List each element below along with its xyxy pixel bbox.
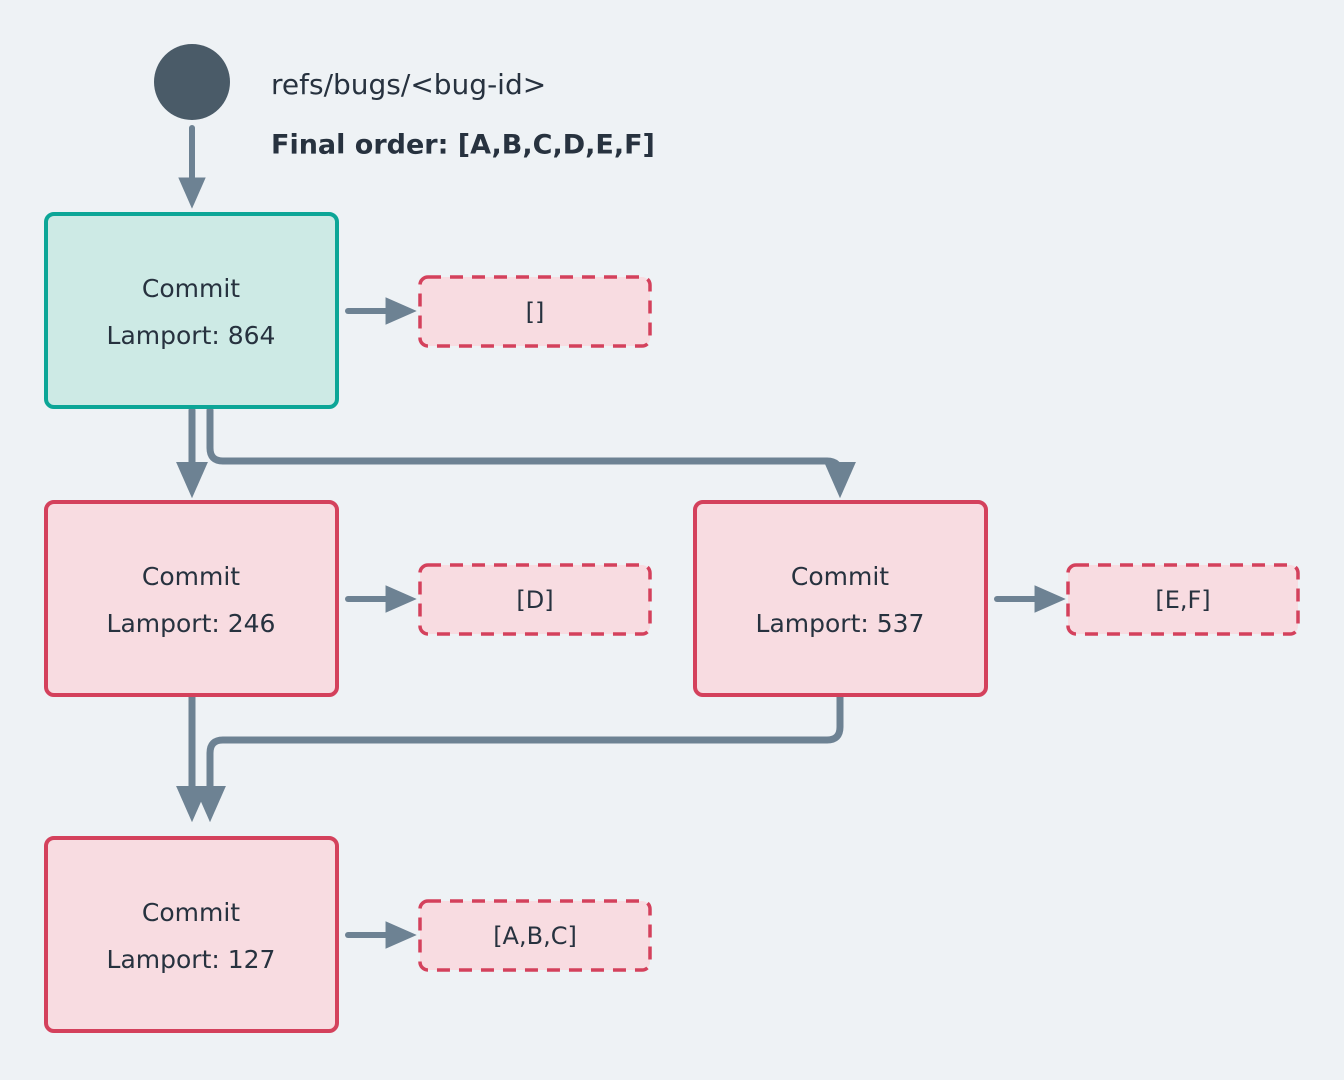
edge-c537-to-c127 (193, 693, 844, 823)
ops-box-246-label: [D] (516, 586, 553, 614)
ops-box-864[interactable] (418, 275, 652, 348)
ref-label: refs/bugs/<bug-id> (271, 68, 546, 101)
commit-node-537-lamport: Lamport: 537 (756, 609, 925, 638)
commit-node-864-lamport: Lamport: 864 (107, 321, 276, 350)
commit-node-127-title: Commit (142, 898, 240, 927)
commit-node-864-title: Commit (142, 274, 240, 303)
commit-node-246-title: Commit (142, 562, 240, 591)
root-node-icon (154, 44, 230, 120)
ops-box-246[interactable] (418, 563, 652, 636)
final-order-label: Final order: [A,B,C,D,E,F] (271, 130, 655, 161)
commit-node-127-lamport: Lamport: 127 (107, 945, 276, 974)
commit-node-127[interactable] (44, 836, 339, 1033)
commit-node-537-title: Commit (791, 562, 889, 591)
edge-head-to-c537 (206, 406, 857, 499)
commit-node-246[interactable] (44, 500, 339, 697)
ops-box-864-label: [] (526, 298, 545, 326)
ops-box-537[interactable] (1066, 563, 1300, 636)
commit-node-246-lamport: Lamport: 246 (107, 609, 276, 638)
ops-box-127[interactable] (418, 899, 652, 972)
commit-node-537[interactable] (693, 500, 988, 697)
ops-box-537-label: [E,F] (1155, 586, 1210, 614)
ops-box-127-label: [A,B,C] (493, 922, 577, 950)
commit-node-864[interactable] (44, 212, 339, 409)
